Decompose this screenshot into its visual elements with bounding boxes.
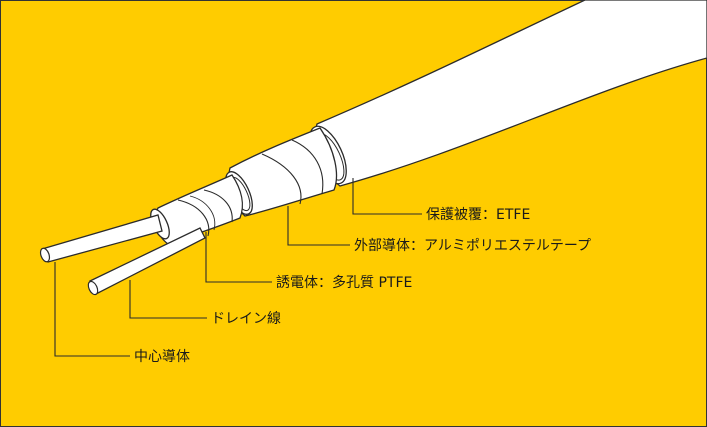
leader-lines (54, 178, 422, 357)
shield-wrap-line-1 (261, 153, 302, 205)
label-dielectric: 誘電体：多孔質 PTFE (276, 274, 412, 291)
dielectric-twist-2 (203, 189, 233, 223)
leader-jacket (352, 178, 422, 215)
center-conductor-tip (39, 247, 51, 263)
shield-wrap-line-2 (291, 139, 324, 195)
label-jacket: 保護被覆：ETFE (426, 207, 530, 223)
leader-dielectric (205, 232, 272, 283)
center-conductor (39, 214, 163, 263)
leader-center (54, 262, 130, 357)
leader-drain (129, 280, 207, 319)
dielectric-twist-3 (189, 195, 216, 231)
drain-wire-tip (87, 280, 99, 296)
label-drain-wire: ドレイン線 (211, 311, 281, 327)
drain-wire (87, 227, 206, 296)
label-shield: 外部導体：アルミポリエステルテープ (354, 238, 591, 254)
label-center-conductor: 中心導体 (134, 349, 190, 365)
dielectric-twist-1 (177, 199, 210, 237)
leader-shield (287, 206, 350, 246)
